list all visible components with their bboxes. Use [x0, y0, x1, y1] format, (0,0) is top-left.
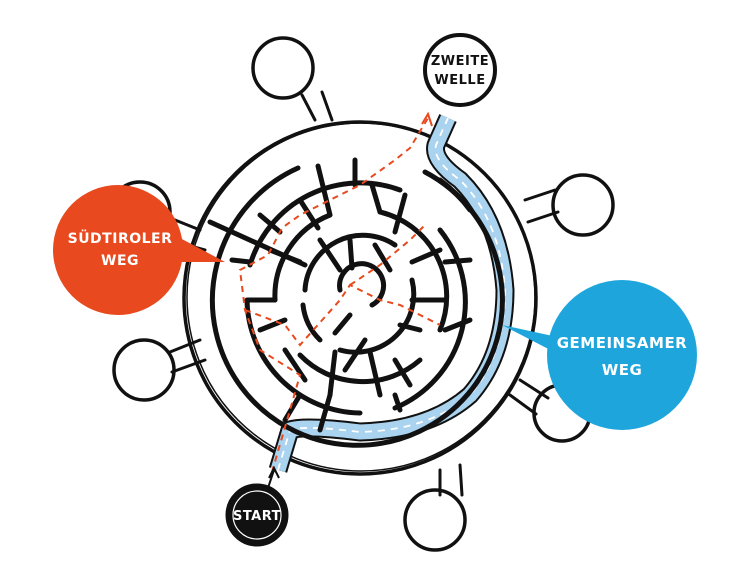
goal-label-line1: ZWEITE — [431, 54, 489, 69]
red-badge: SÜDTIROLER WEG — [53, 185, 183, 315]
maze-center — [337, 261, 387, 308]
blue-label-line1: GEMEINSAMER — [557, 334, 688, 352]
maze-ring-1 — [209, 165, 505, 448]
virus-outline — [108, 36, 615, 552]
maze-ring-4 — [302, 232, 398, 293]
spike-knob-top — [251, 36, 315, 100]
blue-path — [268, 114, 515, 473]
red-label-line1: SÜDTIROLER — [68, 229, 173, 247]
spike-knob-right-upper — [551, 173, 615, 237]
maze-ring-3 — [272, 212, 333, 303]
start-badge: START — [225, 483, 289, 547]
blue-badge: GEMEINSAMER WEG — [547, 280, 697, 430]
virus-body-outer — [182, 120, 538, 476]
maze-ring-1b — [437, 177, 473, 213]
maze-ring-2b — [392, 227, 468, 411]
maze-ring-2 — [247, 180, 403, 268]
start-label: START — [233, 509, 281, 524]
red-label-line2: WEG — [101, 253, 139, 269]
maze-ring-3c — [297, 352, 423, 385]
goal-badge: ZWEITE WELLE — [423, 33, 497, 107]
blue-label-line2: WEG — [602, 361, 643, 379]
goal-label-line2: WELLE — [434, 73, 485, 88]
start-arrow-icon — [267, 465, 280, 489]
maze — [207, 157, 505, 448]
spike-knob-left-lower — [112, 338, 176, 402]
red-badge-pointer — [180, 238, 225, 262]
red-path — [238, 111, 441, 473]
spike-knob-bottom — [403, 488, 467, 552]
maze-ring-4c — [300, 302, 323, 343]
blue-badge-pointer — [502, 325, 562, 355]
